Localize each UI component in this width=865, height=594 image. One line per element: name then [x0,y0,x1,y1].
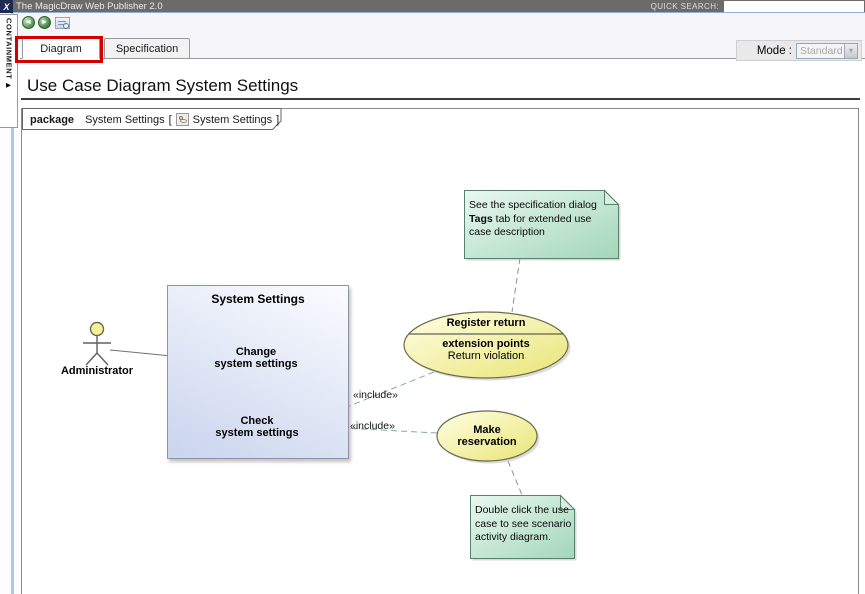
use-case-make-label[interactable]: Make reservation [457,424,517,448]
use-case-diagram-icon [175,113,189,126]
diagram-ref[interactable]: System Settings [192,113,273,126]
forward-button[interactable]: ► [38,16,51,29]
chevron-down-icon: ▾ [844,43,857,58]
mode-select[interactable]: Standard ▾ [796,42,858,59]
title-rule [21,98,860,100]
tab-diagram[interactable]: Diagram [22,38,100,59]
header-strip: ◄ ► Diagram Specification Mode : Standar… [15,13,865,63]
package-name: System Settings [85,113,165,126]
bracket-close: ] [276,113,280,126]
use-case-register-ellipse[interactable] [403,311,569,379]
note-2-text: Double click the use case to see scenari… [475,504,572,543]
note-2-fold-icon [560,494,576,510]
mode-panel: Mode : Standard ▾ [736,40,862,61]
containment-label: CONTAINMENT [4,18,14,80]
note1-anchor-line [511,257,521,313]
note-1-fold-icon [604,189,620,205]
note-1-shape [464,190,619,259]
panel-splitter[interactable] [11,13,14,594]
title-bar: X The MagicDraw Web Publisher 2.0 QUICK … [0,0,865,13]
include-label-2: «include» [350,420,395,432]
app-title: The MagicDraw Web Publisher 2.0 [16,1,163,12]
mode-label: Mode : [756,44,792,57]
tab-specification[interactable]: Specification [104,38,190,59]
extension-points-header: extension points [442,338,530,350]
note-1-text: See the specification dialog Tags tab fo… [469,199,597,238]
expand-arrow-icon: ▶ [6,82,11,90]
magicdraw-logo-icon: X [0,0,13,13]
include-label-1: «include» [353,389,398,401]
search-icon [58,21,66,22]
left-rail: CONTAINMENT ▶ [0,13,20,594]
actor-figure[interactable] [83,321,111,366]
page-title: Use Case Diagram System Settings [27,76,299,95]
containment-panel-tab[interactable]: CONTAINMENT ▶ [0,14,18,128]
note-2-shape [470,495,575,559]
subject-title: System Settings [211,292,305,306]
search-button[interactable] [55,17,70,29]
package-keyword: package [30,113,75,126]
back-arrow-icon: ◄ [25,19,32,26]
use-case-register-label[interactable]: Register return [446,317,526,329]
package-tab-shape [22,108,282,130]
magnifier-icon [63,23,69,29]
mode-value: Standard [800,44,843,57]
forward-arrow-icon: ► [41,19,48,26]
quick-search-label: QUICK SEARCH: [650,2,719,11]
extension-point-item: Return violation [447,350,525,362]
actor-label[interactable]: Administrator [60,365,134,377]
use-case-change-label[interactable]: Change system settings [214,346,298,370]
use-case-check-label[interactable]: Check system settings [215,415,299,439]
frame-name-compartment: package System Settings[System Settings] [30,112,279,127]
back-button[interactable]: ◄ [22,16,35,29]
bracket-open: [ [168,113,172,126]
use-case-make-ellipse[interactable] [436,410,538,462]
quick-search-input[interactable] [724,1,864,12]
note2-anchor-line [507,460,523,496]
